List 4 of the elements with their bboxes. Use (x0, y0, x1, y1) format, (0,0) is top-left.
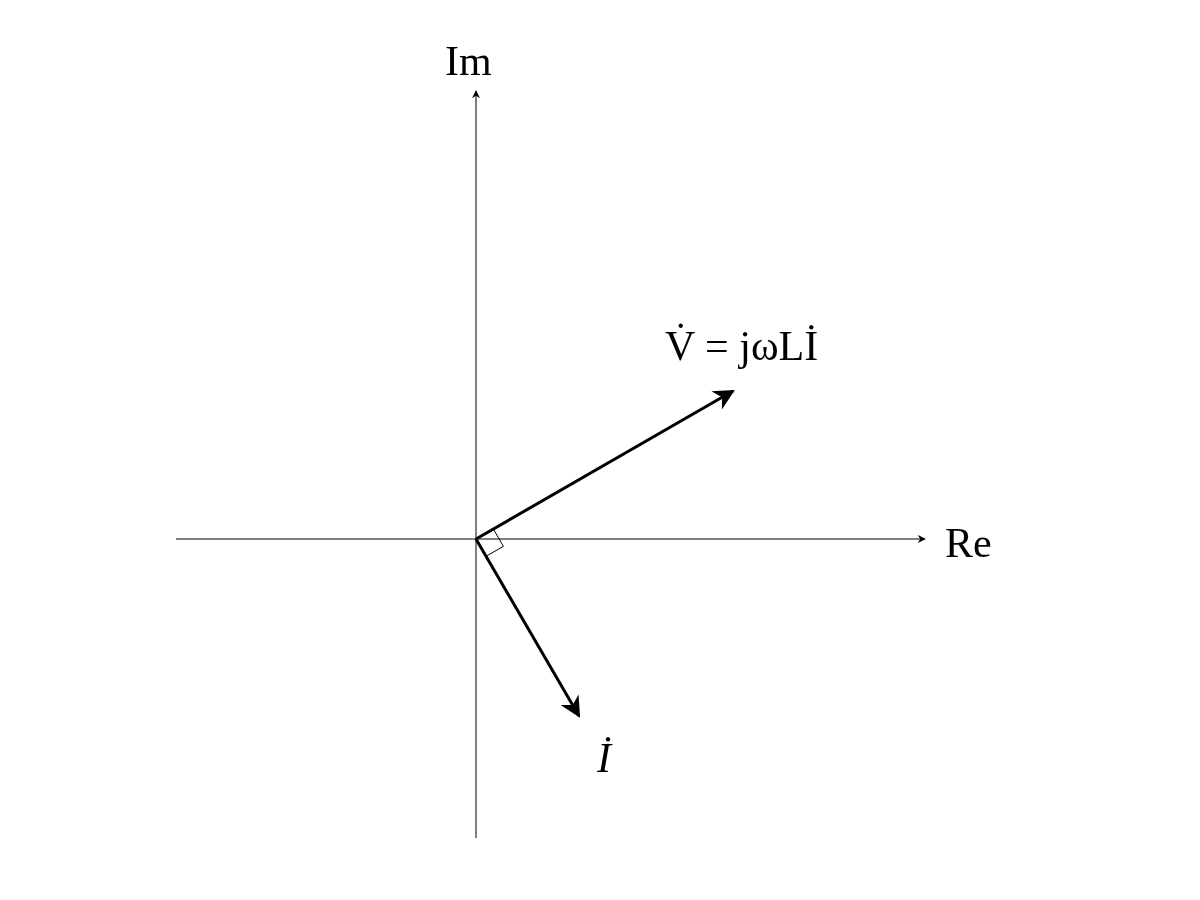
voltage-formula: V̇ = jωLİ (665, 325, 819, 367)
current-label: İ (597, 737, 611, 779)
axis-label: Re (945, 522, 992, 564)
axis-label: Im (445, 40, 492, 82)
